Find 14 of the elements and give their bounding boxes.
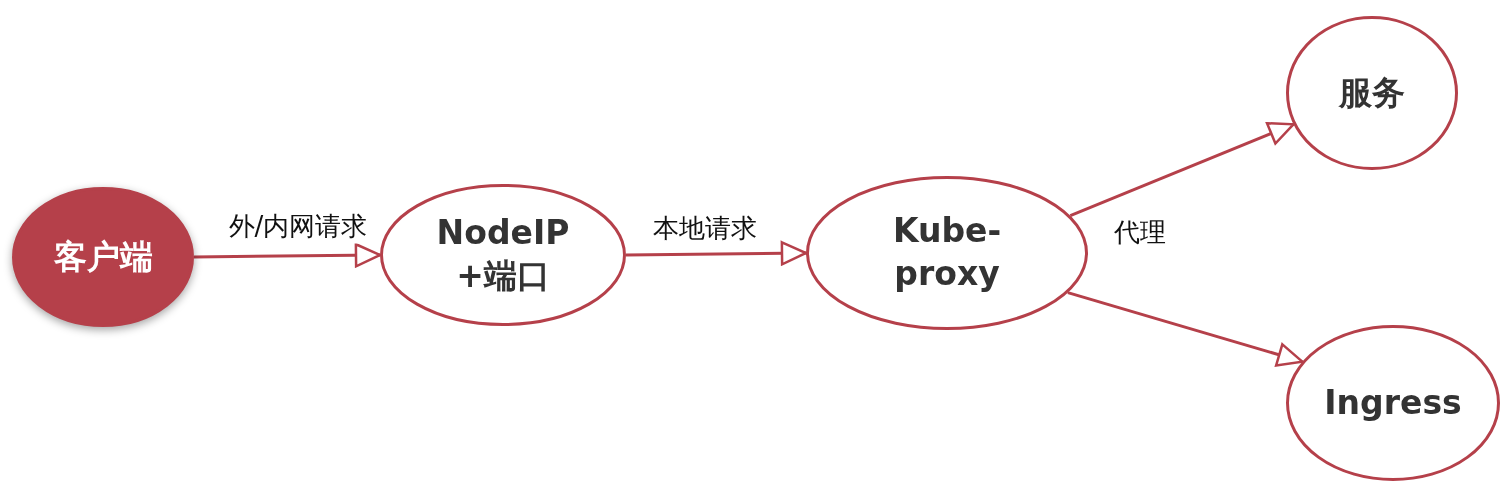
arrow [194, 243, 382, 268]
node-label: 服务 [1339, 71, 1405, 114]
ellipse-node [380, 184, 626, 326]
arrow [1069, 122, 1295, 218]
ellipse-node [806, 176, 1088, 330]
arrow [626, 241, 808, 266]
ellipse-node [1286, 325, 1500, 481]
ellipse-node [1286, 16, 1458, 170]
ellipse-node [12, 187, 194, 327]
arrow [1067, 291, 1304, 367]
node-label: Kube- proxy [891, 210, 1003, 295]
node-label: 客户端 [53, 235, 153, 278]
node-label: Ingress [1324, 381, 1462, 424]
node-label: NodeIP +端口 [435, 212, 571, 297]
